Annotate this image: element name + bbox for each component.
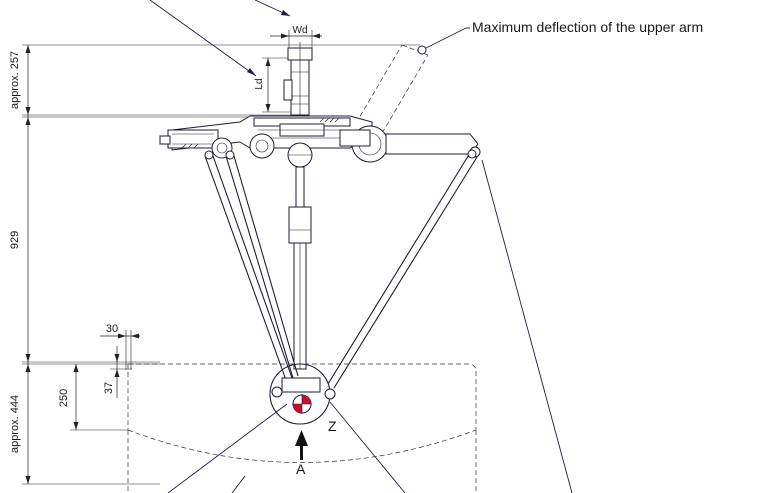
base-housing: [159, 115, 481, 168]
dim-250: 250: [58, 389, 70, 407]
dim-middle: 929: [9, 231, 21, 249]
dimension-chain: [22, 44, 420, 485]
lower-arms: [204, 149, 478, 389]
work-envelope: [127, 363, 477, 493]
travelling-plate: [269, 363, 336, 425]
dim-lower: approx. 444: [9, 395, 21, 453]
fourth-axis-motor: [283, 42, 313, 120]
leader-lines: [149, 0, 573, 493]
view-z-label: Z: [328, 418, 337, 434]
dim-upper: approx. 257: [9, 51, 21, 109]
dim-30: 30: [106, 323, 118, 335]
view-arrow-a: [295, 430, 308, 460]
dim-37: 37: [103, 382, 115, 394]
upper-arm-deflected: [351, 44, 429, 141]
telescopic-shaft: [288, 166, 312, 370]
dimension-30: [100, 330, 140, 370]
dimension-250: [70, 364, 128, 431]
ld-label: Ld: [254, 78, 265, 89]
wd-label: Wd: [293, 25, 308, 36]
view-a-label: A: [296, 461, 306, 477]
max-deflection-label: Maximum deflection of the upper arm: [472, 19, 703, 35]
